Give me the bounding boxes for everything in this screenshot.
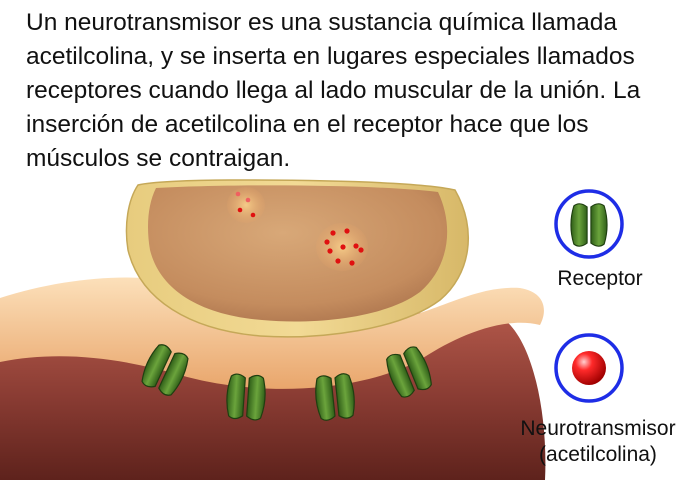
neurotransmitter-label-chemical: (acetilcolina) bbox=[539, 443, 657, 466]
receptor-label: Receptor bbox=[557, 267, 643, 290]
neurotransmitter-label-name: Neurotransmisor bbox=[520, 417, 676, 440]
neurotransmitter-label: Neurotransmisor (acetilcolina) bbox=[498, 416, 698, 468]
acetylcholine-dots bbox=[235, 191, 364, 266]
neurotransmitter-icon bbox=[554, 333, 624, 403]
receptor-icon bbox=[554, 189, 624, 259]
caption-text: Un neurotransmisor es una sustancia quím… bbox=[26, 9, 641, 172]
vesicle-glow bbox=[227, 187, 265, 223]
nerve-terminal bbox=[148, 185, 448, 322]
